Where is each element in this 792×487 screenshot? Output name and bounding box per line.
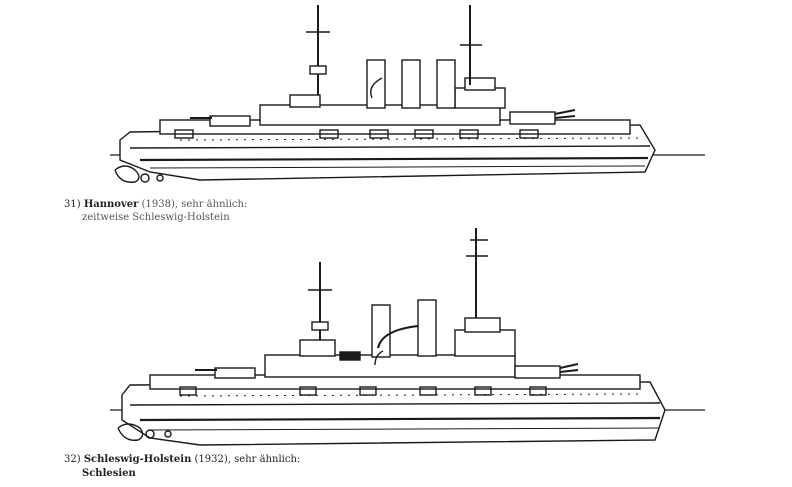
hull [121,381,666,446]
caption-schleswig-holstein-similar: Schlesien [82,467,136,480]
figure-number: 31) [64,199,81,210]
similar-ship: Schlesien [82,468,136,479]
turret-fore [209,115,251,127]
caption-hannover: 31) Hannover (1938), sehr ähnlich: [64,198,247,211]
similar-ship: zeitweise Schleswig-Holstein [82,212,230,223]
ship-year: (1932), sehr ähnlich: [194,454,301,465]
funnel-1 [366,59,386,109]
ship-year: (1938), sehr ähnlich: [141,199,248,210]
figure-number: 32) [64,454,81,465]
funnel-1 [371,304,391,358]
caption-hannover-similar: zeitweise Schleswig-Holstein [82,211,230,224]
ship-name: Schleswig-Holstein [83,454,192,465]
turret-fore [214,367,256,379]
funnel-2 [401,59,421,109]
turret-aft [509,111,556,125]
superstructure [264,354,516,378]
ship-name: Hannover [83,199,139,210]
funnel-3 [436,59,456,109]
turret-aft [514,365,561,379]
funnel-2 [417,299,437,357]
ship-hannover-profile [110,5,705,183]
caption-schleswig-holstein: 32) Schleswig-Holstein (1932), sehr ähnl… [64,453,300,466]
ship-schleswig-holstein-profile [110,228,705,446]
